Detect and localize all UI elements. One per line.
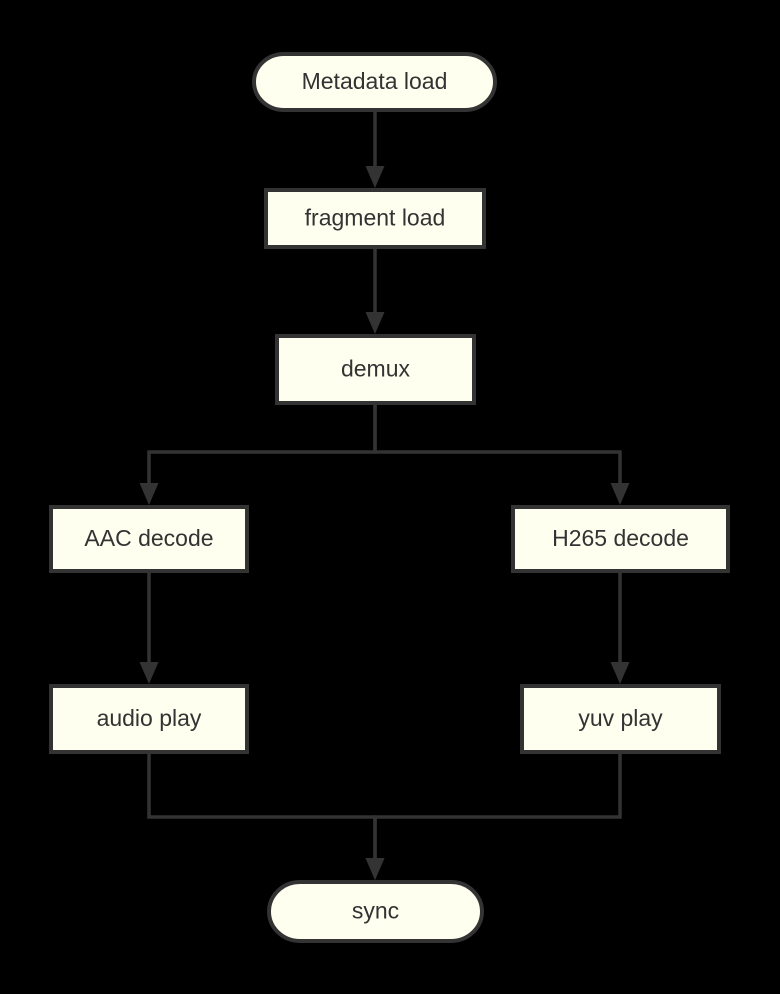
arrowhead-icon (365, 858, 385, 880)
arrowhead-icon (610, 483, 630, 505)
node-shape-rect[interactable] (520, 684, 721, 754)
node-audio-play[interactable]: audio play (49, 684, 249, 754)
node-shape-rect[interactable] (264, 188, 486, 249)
edge-path (373, 754, 622, 858)
node-metadata-load[interactable]: Metadata load (252, 52, 497, 112)
node-shape-rect[interactable] (511, 505, 730, 573)
edge-demux-to-h265-decode (373, 405, 630, 505)
edge-fragment-load-to-demux (365, 249, 385, 334)
node-shape-rect[interactable] (275, 334, 476, 405)
edge-metadata-load-to-fragment-load (365, 112, 385, 188)
edges-layer (139, 112, 630, 880)
arrowhead-icon (610, 662, 630, 684)
node-h265-decode[interactable]: H265 decode (511, 505, 730, 573)
node-shape-rect[interactable] (49, 684, 249, 754)
edge-aac-decode-to-audio-play (139, 573, 159, 684)
arrowhead-icon (365, 166, 385, 188)
node-aac-decode[interactable]: AAC decode (49, 505, 249, 573)
node-yuv-play[interactable]: yuv play (520, 684, 721, 754)
node-shape-rect[interactable] (49, 505, 249, 573)
edge-h265-decode-to-yuv-play (610, 573, 630, 684)
node-sync[interactable]: sync (267, 880, 484, 943)
node-demux[interactable]: demux (275, 334, 476, 405)
node-fragment-load[interactable]: fragment load (264, 188, 486, 249)
node-shape-stadium[interactable] (252, 52, 497, 112)
node-shape-stadium[interactable] (267, 880, 484, 943)
arrowhead-icon (139, 662, 159, 684)
arrowhead-icon (365, 312, 385, 334)
edge-path (373, 405, 622, 483)
edge-yuv-play-to-sync (365, 754, 622, 880)
arrowhead-icon (139, 483, 159, 505)
